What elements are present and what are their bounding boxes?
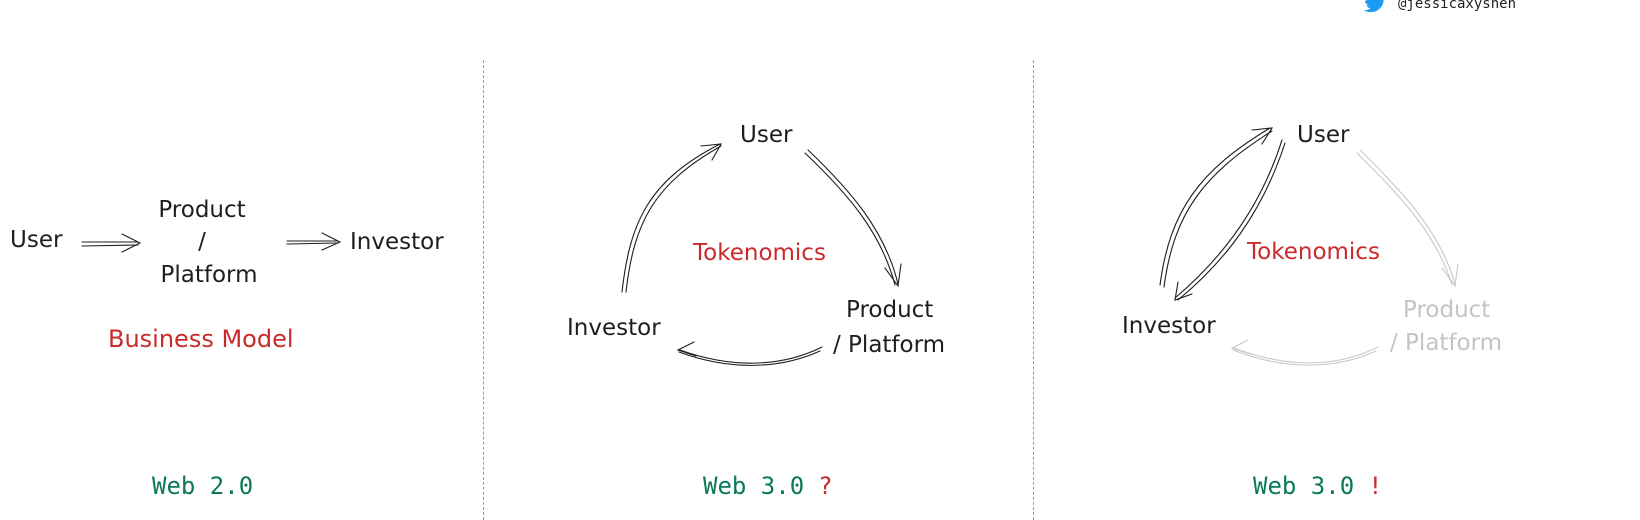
- panel-divider: [483, 60, 484, 520]
- node-investor: Investor: [1122, 313, 1216, 339]
- arrow-product-to-investor: [286, 232, 342, 251]
- caption-business-model: Business Model: [108, 325, 294, 353]
- node-user: User: [740, 122, 793, 148]
- panel-title: Web 3.0?: [703, 472, 833, 500]
- node-platform: Platform: [160, 262, 258, 288]
- title-text: Web 2.0: [152, 472, 254, 500]
- arrow-investor-to-user: [1159, 127, 1274, 288]
- node-platform: / Platform: [833, 332, 946, 358]
- node-product-slash: /: [198, 229, 206, 255]
- twitter-handle: @jessicaxyshen: [1398, 0, 1517, 12]
- node-platform-faded: / Platform: [1390, 330, 1503, 356]
- arrow-investor-to-user: [621, 143, 722, 293]
- node-investor: Investor: [350, 229, 444, 255]
- node-product: Product: [158, 197, 246, 223]
- node-user: User: [10, 227, 63, 253]
- center-label-tokenomics: Tokenomics: [1247, 239, 1380, 265]
- panel-title: Web 3.0!: [1253, 472, 1383, 500]
- arrow-product-to-investor-faded: [1230, 339, 1379, 366]
- center-label-tokenomics: Tokenomics: [693, 240, 826, 266]
- arrow-product-to-investor: [676, 341, 823, 366]
- node-product: Product: [846, 297, 934, 323]
- title-text: Web 3.0: [703, 472, 805, 500]
- title-text: Web 3.0: [1253, 472, 1355, 500]
- panel-title: Web 2.0: [152, 472, 253, 500]
- node-user: User: [1297, 122, 1350, 148]
- arrow-user-to-product: [804, 149, 902, 288]
- arrow-user-to-investor: [1174, 139, 1286, 301]
- arrow-user-to-product-faded: [1356, 149, 1459, 288]
- arrow-user-to-product: [81, 233, 142, 253]
- node-product-faded: Product: [1403, 297, 1491, 323]
- twitter-bird-icon: [1364, 0, 1384, 13]
- exclamation-mark: !: [1368, 472, 1383, 500]
- node-investor: Investor: [567, 315, 661, 341]
- panel-divider: [1033, 60, 1034, 520]
- question-mark: ?: [818, 472, 833, 500]
